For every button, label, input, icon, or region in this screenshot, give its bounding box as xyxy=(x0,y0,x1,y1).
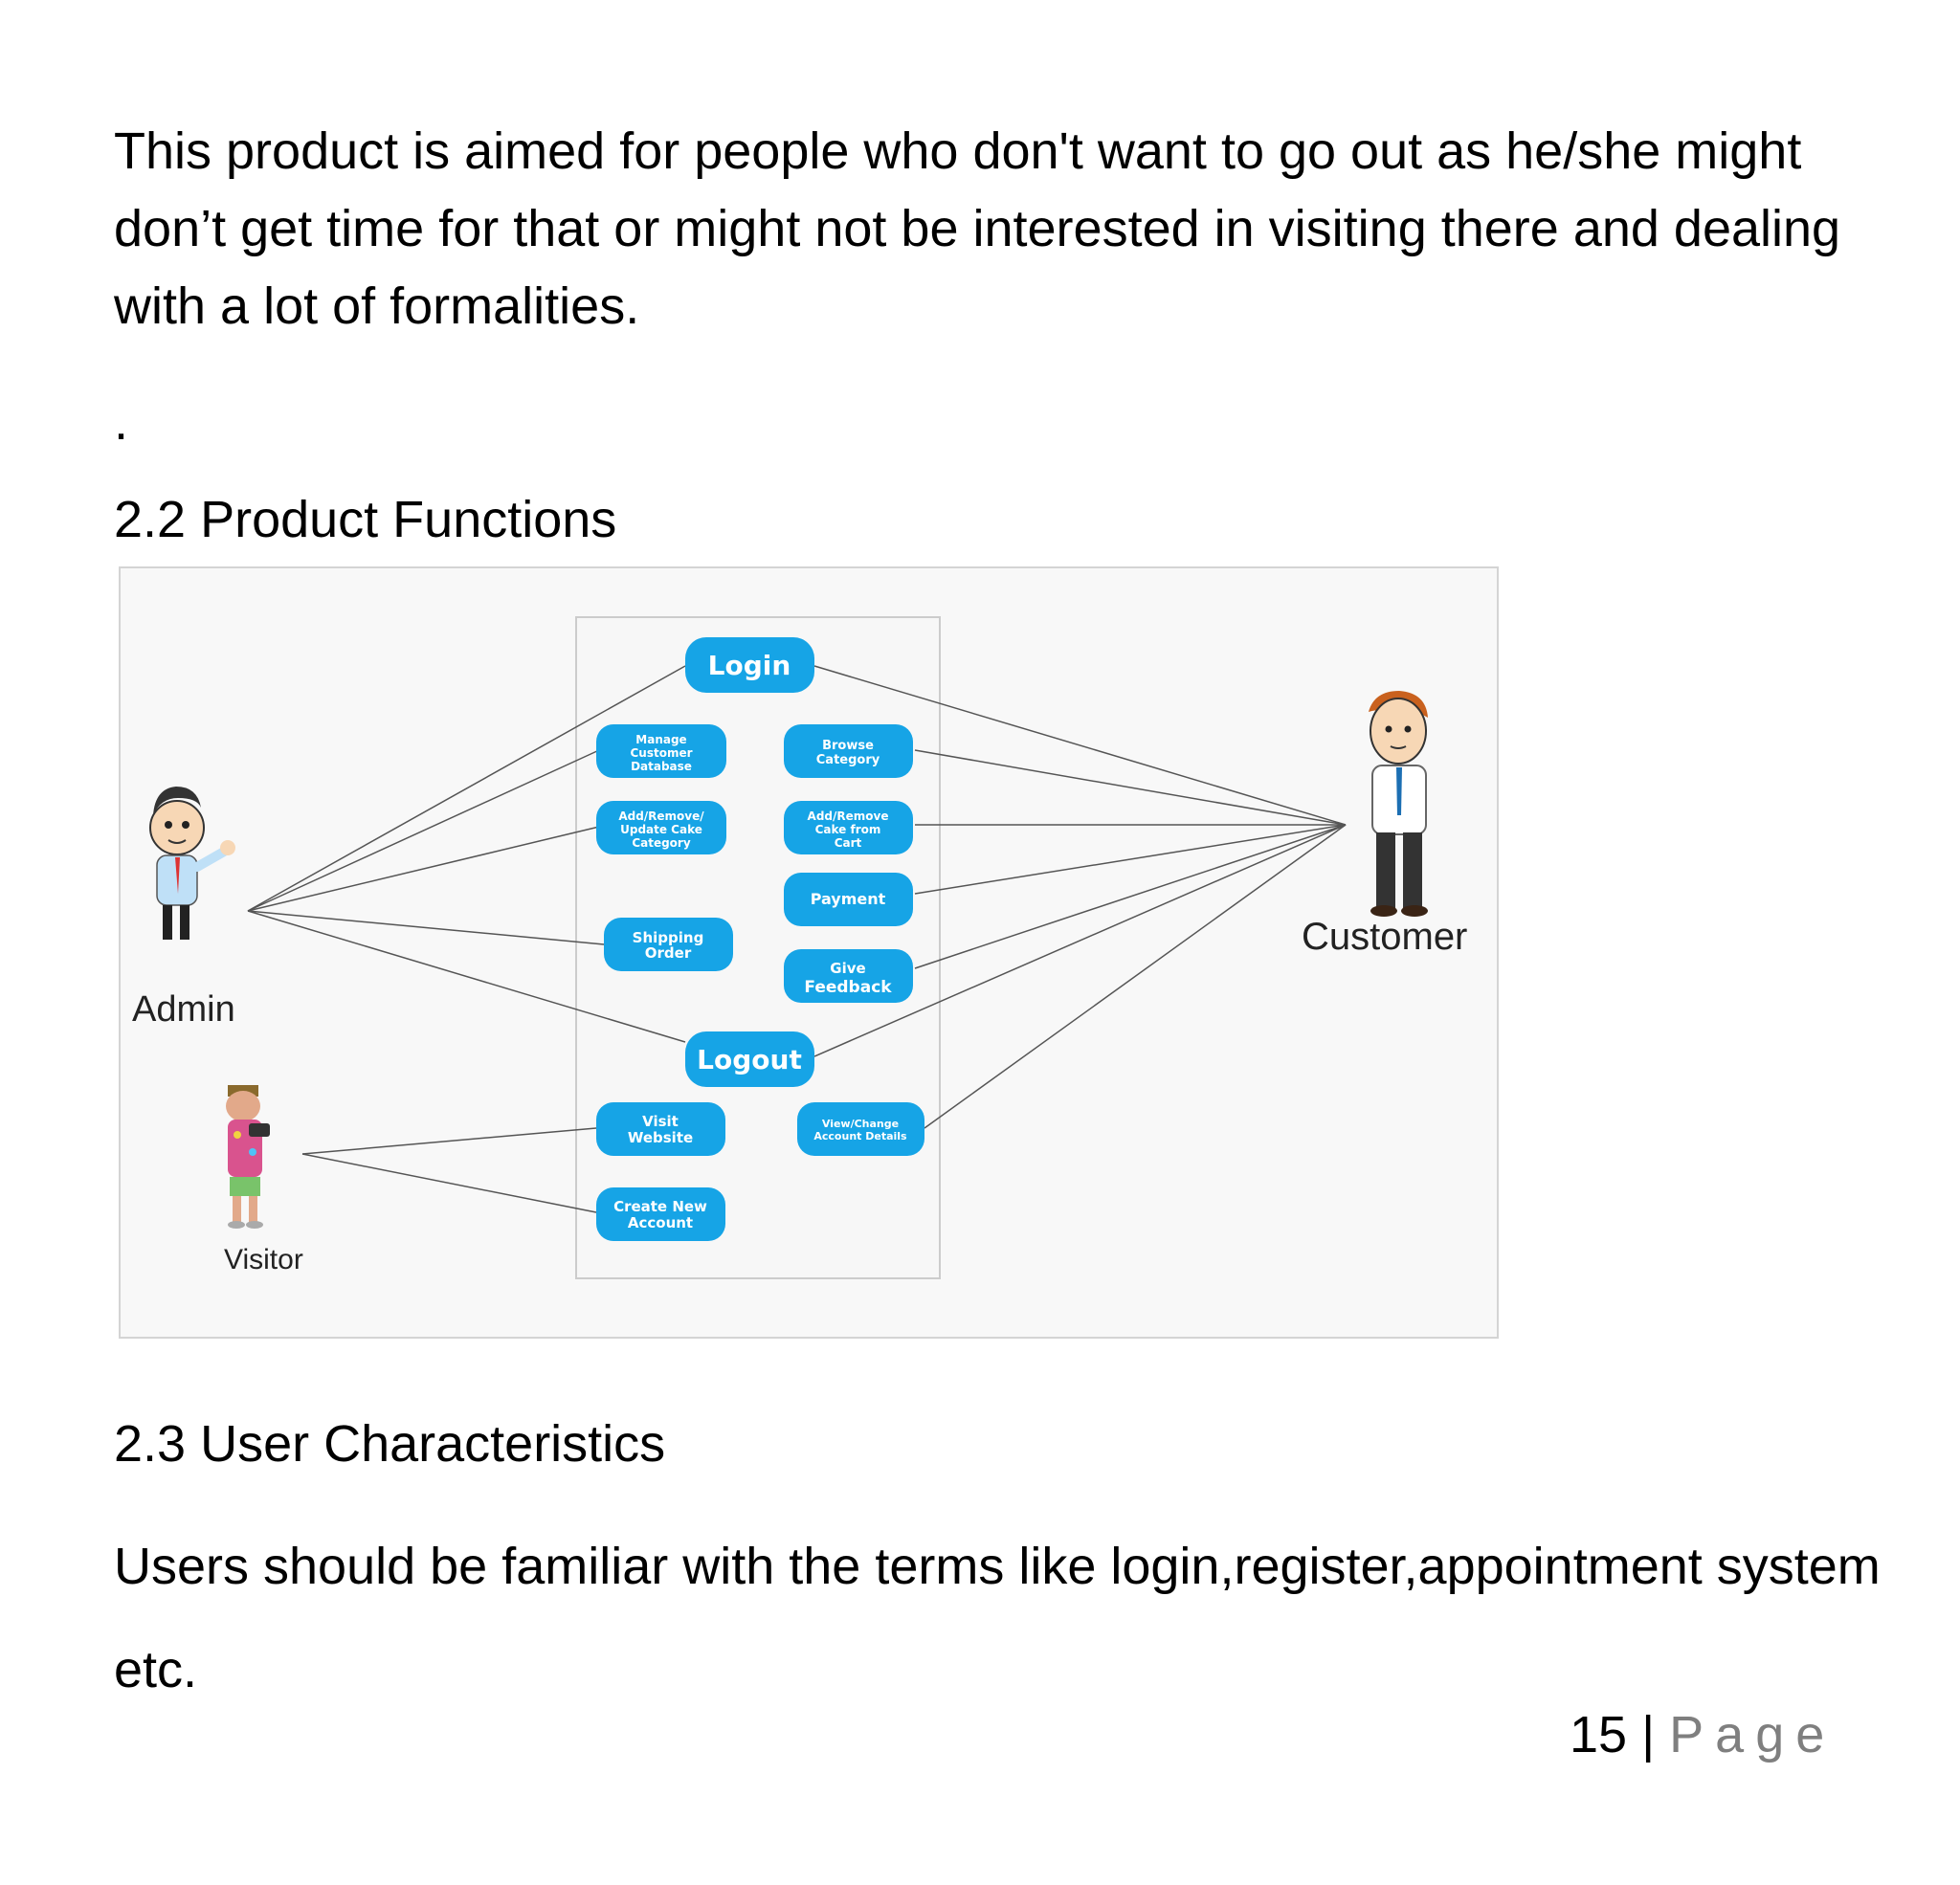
assoc-cust-feedback xyxy=(914,824,1347,969)
svg-text:Account Details: Account Details xyxy=(813,1130,907,1142)
page-label: Page xyxy=(1669,1706,1837,1763)
users-paragraph: Users should be familiar with the terms … xyxy=(114,1538,1881,1698)
footer-separator: | xyxy=(1641,1706,1656,1763)
use-case-logout: Logout xyxy=(685,1031,814,1087)
use-case-browse-category: Browse Category xyxy=(784,724,913,778)
stray-dot: . xyxy=(114,393,129,451)
use-case-payment: Payment xyxy=(784,873,913,926)
assoc-cust-login xyxy=(813,665,1347,826)
svg-text:Visit: Visit xyxy=(642,1113,679,1130)
use-case-diagram: Login Manage Customer Database Browse Ca… xyxy=(119,566,1499,1339)
svg-text:Create New: Create New xyxy=(613,1198,707,1215)
svg-text:Database: Database xyxy=(631,760,692,773)
svg-text:Add/Remove: Add/Remove xyxy=(808,809,889,823)
assoc-admin-addcat xyxy=(247,826,600,912)
association-lines xyxy=(247,665,1347,1213)
page-number: 15 xyxy=(1570,1706,1628,1763)
section-heading-user-characteristics: 2.3 User Characteristics xyxy=(114,1415,666,1473)
visitor-label: Visitor xyxy=(224,1244,303,1275)
svg-text:Account: Account xyxy=(628,1214,693,1231)
svg-text:Order: Order xyxy=(645,944,692,962)
assoc-admin-logout xyxy=(247,910,686,1043)
use-case-diagram-svg: Login Manage Customer Database Browse Ca… xyxy=(132,616,1467,1279)
svg-text:Shipping: Shipping xyxy=(633,929,704,946)
page-footer: 15 | Page xyxy=(1570,1705,1836,1764)
assoc-cust-browse xyxy=(914,749,1347,826)
assoc-cust-logout xyxy=(813,824,1347,1057)
use-case-manage-customer-database: Manage Customer Database xyxy=(596,724,726,778)
use-case-visit-website: Visit Website xyxy=(596,1102,725,1156)
use-case-view-account-details: View/Change Account Details xyxy=(797,1102,924,1156)
svg-text:Login: Login xyxy=(708,650,791,681)
admin-label: Admin xyxy=(132,989,235,1030)
svg-text:Customer: Customer xyxy=(630,746,692,760)
admin-figure xyxy=(149,787,235,940)
assoc-cust-payment xyxy=(914,824,1347,895)
customer-label: Customer xyxy=(1302,916,1467,958)
svg-text:Category: Category xyxy=(632,836,691,850)
svg-text:Category: Category xyxy=(816,753,880,767)
use-case-give-feedback: Give Feedback xyxy=(784,949,913,1003)
svg-text:Logout: Logout xyxy=(697,1044,802,1076)
assoc-admin-login xyxy=(247,665,686,912)
section-heading-product-functions: 2.2 Product Functions xyxy=(114,491,617,548)
svg-text:Website: Website xyxy=(628,1129,693,1146)
svg-text:Update Cake: Update Cake xyxy=(620,823,702,836)
svg-text:View/Change: View/Change xyxy=(822,1118,899,1130)
use-case-cake-from-cart: Add/Remove Cake from Cart xyxy=(784,801,913,854)
svg-text:Feedback: Feedback xyxy=(804,978,892,997)
use-case-create-new-account: Create New Account xyxy=(596,1187,725,1241)
intro-paragraph: This product is aimed for people who don… xyxy=(114,122,1841,335)
svg-text:Payment: Payment xyxy=(811,890,886,908)
assoc-visitor-create xyxy=(301,1153,597,1213)
assoc-admin-shipping xyxy=(247,910,605,945)
assoc-visitor-visit xyxy=(301,1127,597,1155)
svg-text:Give: Give xyxy=(830,960,865,977)
svg-text:Cart: Cart xyxy=(835,836,862,850)
assoc-cust-viewacct xyxy=(924,824,1347,1129)
svg-text:Browse: Browse xyxy=(822,739,874,753)
visitor-figure xyxy=(226,1085,270,1229)
customer-figure xyxy=(1369,691,1428,917)
assoc-admin-manage xyxy=(247,749,600,912)
svg-text:Add/Remove/: Add/Remove/ xyxy=(618,809,704,823)
use-case-update-cake-category: Add/Remove/ Update Cake Category xyxy=(596,801,726,854)
use-case-shipping-order: Shipping Order xyxy=(604,918,733,971)
use-case-login: Login xyxy=(685,637,814,693)
svg-text:Manage: Manage xyxy=(635,733,686,746)
svg-text:Cake from: Cake from xyxy=(815,823,881,836)
